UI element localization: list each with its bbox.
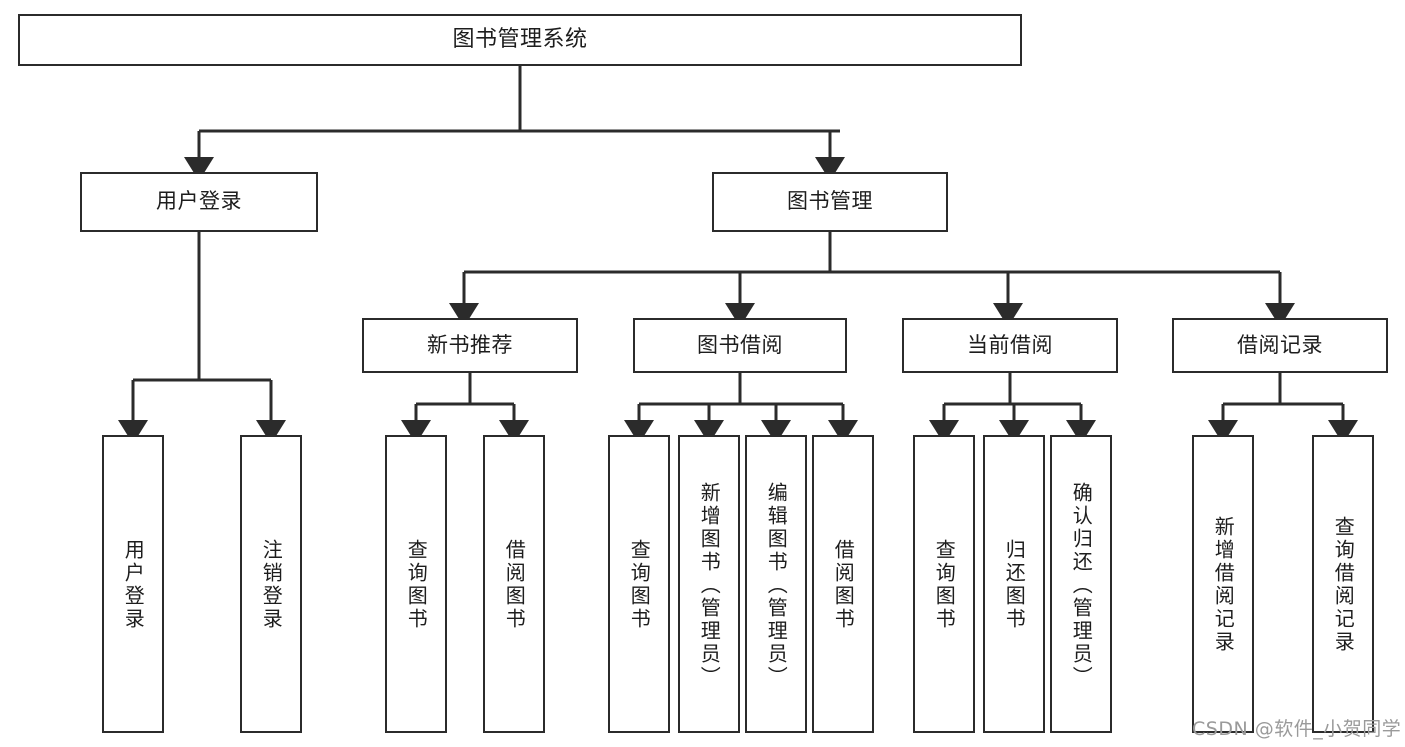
- node-root-label: 图书管理系统: [452, 26, 588, 52]
- node-level2-1[interactable]: 图书管理: [712, 172, 948, 232]
- node-leaf-9-label: 归还图书: [1002, 539, 1027, 631]
- node-leaf-0-label: 用户登录: [121, 539, 146, 631]
- node-leaf-1[interactable]: 注销登录: [240, 435, 302, 733]
- node-leaf-10[interactable]: 确认归还（管理员）: [1050, 435, 1112, 733]
- node-level3-3[interactable]: 借阅记录: [1172, 318, 1388, 373]
- node-level3-2-label: 当前借阅: [967, 332, 1053, 357]
- node-leaf-4[interactable]: 查询图书: [608, 435, 670, 733]
- node-leaf-11[interactable]: 新增借阅记录: [1192, 435, 1254, 733]
- node-leaf-6[interactable]: 编辑图书（管理员）: [745, 435, 807, 733]
- node-leaf-11-label: 新增借阅记录: [1211, 516, 1236, 654]
- node-level3-0[interactable]: 新书推荐: [362, 318, 578, 373]
- node-level3-3-label: 借阅记录: [1237, 332, 1323, 357]
- node-leaf-2-label: 查询图书: [404, 539, 429, 631]
- node-root[interactable]: 图书管理系统: [18, 14, 1022, 66]
- node-level2-0[interactable]: 用户登录: [80, 172, 318, 232]
- node-leaf-7[interactable]: 借阅图书: [812, 435, 874, 733]
- node-level3-1-label: 图书借阅: [697, 332, 783, 357]
- node-leaf-3-label: 借阅图书: [502, 539, 527, 631]
- node-leaf-6-label: 编辑图书（管理员）: [764, 481, 789, 689]
- node-level2-1-label: 图书管理: [787, 189, 873, 214]
- node-leaf-8[interactable]: 查询图书: [913, 435, 975, 733]
- node-leaf-0[interactable]: 用户登录: [102, 435, 164, 733]
- node-leaf-1-label: 注销登录: [259, 539, 284, 631]
- node-leaf-8-label: 查询图书: [932, 539, 957, 631]
- node-leaf-12-label: 查询借阅记录: [1331, 516, 1356, 654]
- node-level3-1[interactable]: 图书借阅: [633, 318, 847, 373]
- node-level3-2[interactable]: 当前借阅: [902, 318, 1118, 373]
- node-leaf-2[interactable]: 查询图书: [385, 435, 447, 733]
- node-leaf-5[interactable]: 新增图书（管理员）: [678, 435, 740, 733]
- node-leaf-3[interactable]: 借阅图书: [483, 435, 545, 733]
- node-level3-0-label: 新书推荐: [427, 332, 513, 357]
- node-leaf-9[interactable]: 归还图书: [983, 435, 1045, 733]
- node-level2-0-label: 用户登录: [156, 189, 242, 214]
- csdn-watermark: CSDN @软件_小贺同学: [1192, 718, 1402, 740]
- node-leaf-5-label: 新增图书（管理员）: [697, 481, 722, 689]
- node-leaf-4-label: 查询图书: [627, 539, 652, 631]
- node-leaf-7-label: 借阅图书: [831, 539, 856, 631]
- node-leaf-12[interactable]: 查询借阅记录: [1312, 435, 1374, 733]
- node-leaf-10-label: 确认归还（管理员）: [1069, 481, 1094, 689]
